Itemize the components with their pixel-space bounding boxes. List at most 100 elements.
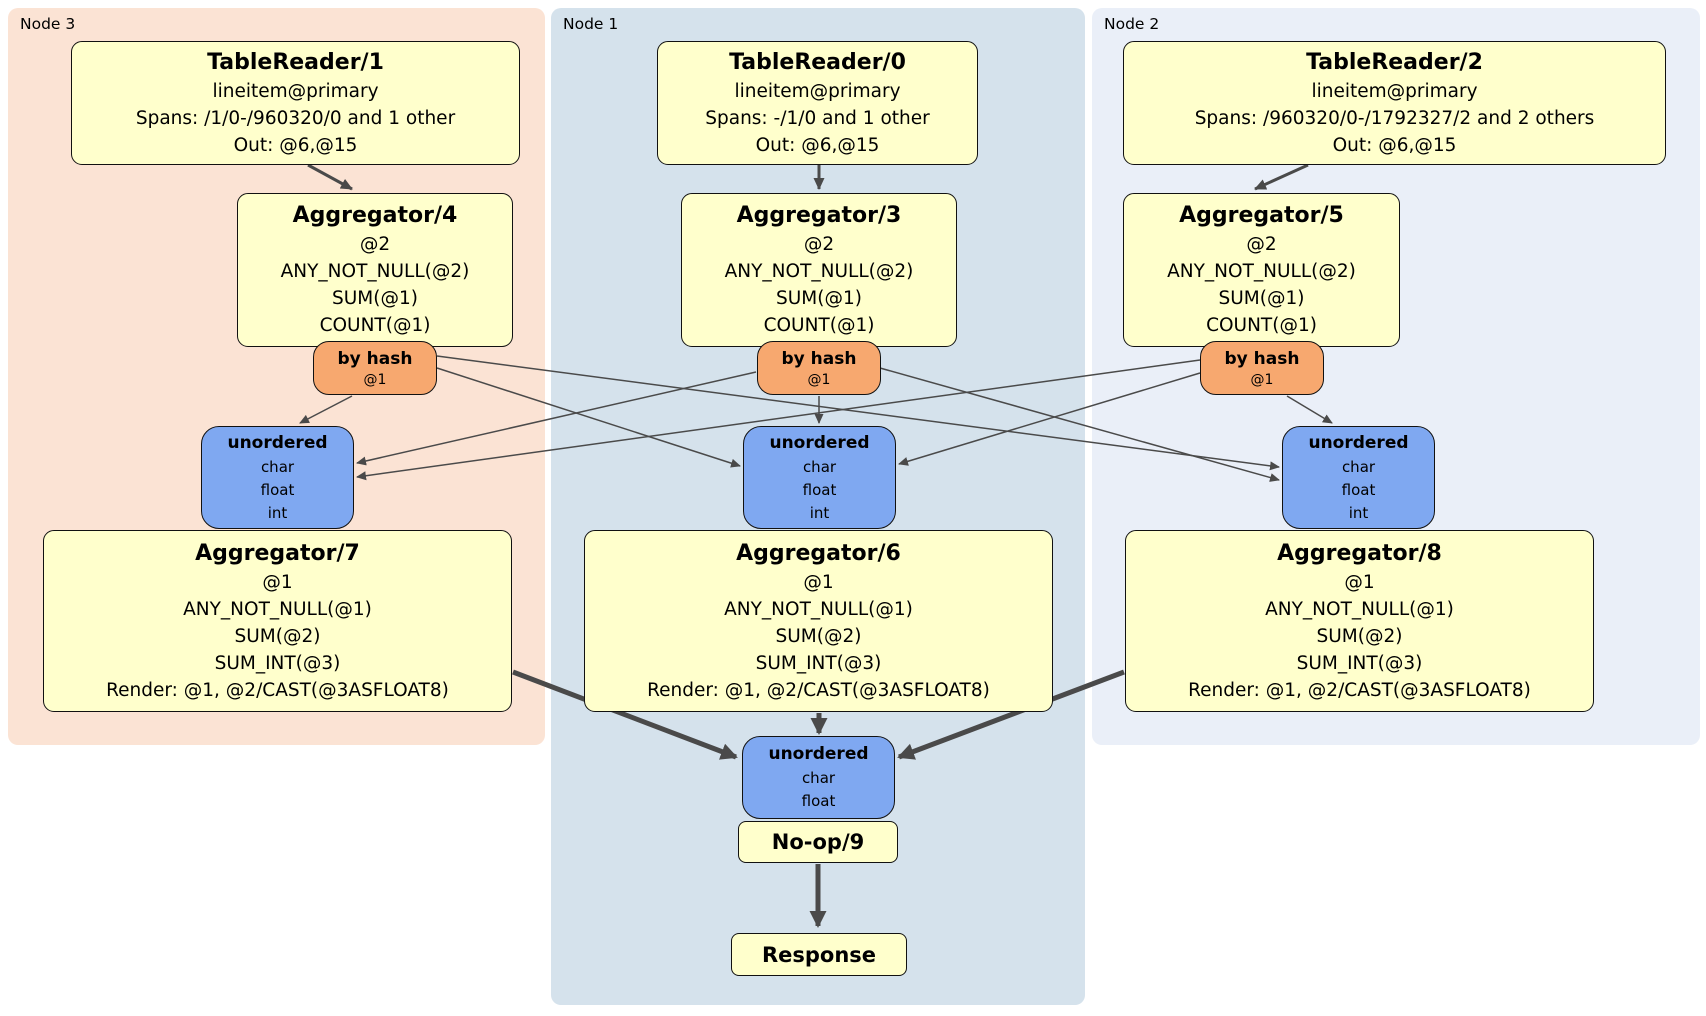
processor-tablereader-2: TableReader/2 lineitem@primary Spans: /9… xyxy=(1123,41,1666,165)
processor-line: ANY_NOT_NULL(@1) xyxy=(183,598,372,620)
processor-line: lineitem@primary xyxy=(1311,80,1478,102)
processor-line: @1 xyxy=(1344,571,1375,593)
processor-line: SUM(@1) xyxy=(1218,288,1305,309)
processor-title: Aggregator/6 xyxy=(736,540,901,566)
processor-line: Spans: /1/0-/960320/0 and 1 other xyxy=(135,107,456,129)
edge-byhash1-unordered3 xyxy=(356,371,757,466)
processor-line: Out: @6,@15 xyxy=(233,134,358,156)
processor-aggregator-3: Aggregator/3 @2 ANY_NOT_NULL(@2) SUM(@1)… xyxy=(681,193,957,347)
processor-line: ANY_NOT_NULL(@2) xyxy=(280,261,470,282)
response-title: Response xyxy=(761,942,877,967)
response-box: Response xyxy=(731,933,907,976)
processor-aggregator-6: Aggregator/6 @1 ANY_NOT_NULL(@1) SUM(@2)… xyxy=(584,530,1053,712)
sync-line: float xyxy=(801,792,836,810)
edge-byhash3-unordered3 xyxy=(299,395,353,424)
processor-line: Spans: /960320/0-/1792327/2 and 2 others xyxy=(1194,107,1595,129)
processor-noop-9: No-op/9 xyxy=(738,821,898,863)
processor-line: SUM_INT(@3) xyxy=(1296,652,1423,674)
processor-line: Out: @6,@15 xyxy=(755,134,880,156)
processor-line: Render: @1, @2/CAST(@3ASFLOAT8) xyxy=(106,679,449,701)
sync-line: char xyxy=(801,769,836,787)
processor-aggregator-5: Aggregator/5 @2 ANY_NOT_NULL(@2) SUM(@1)… xyxy=(1123,193,1400,347)
sync-title: unordered xyxy=(1308,432,1409,453)
processor-line: SUM(@1) xyxy=(332,288,418,309)
processor-line: lineitem@primary xyxy=(734,80,901,102)
processor-title: No-op/9 xyxy=(771,830,865,854)
processor-aggregator-7: Aggregator/7 @1 ANY_NOT_NULL(@1) SUM(@2)… xyxy=(43,530,512,712)
processor-line: Spans: -/1/0 and 1 other xyxy=(705,107,930,129)
processor-line: SUM(@1) xyxy=(776,288,862,309)
processor-title: Aggregator/5 xyxy=(1179,203,1344,228)
processor-line: COUNT(@1) xyxy=(1206,315,1317,336)
sync-line: char xyxy=(1341,457,1376,476)
processor-title: Aggregator/7 xyxy=(195,540,360,566)
processor-tablereader-1: TableReader/1 lineitem@primary Spans: /1… xyxy=(71,41,520,165)
sync-unordered-node2: unordered char float int xyxy=(1282,426,1435,529)
sync-line: int xyxy=(1348,503,1369,522)
edge-aggregator7-finalsync xyxy=(512,669,738,760)
node-panel-3-label: Node 3 xyxy=(20,15,76,33)
sync-line: int xyxy=(267,503,288,522)
sync-line: float xyxy=(260,480,295,499)
sync-line: float xyxy=(802,480,837,499)
sync-line: char xyxy=(802,457,837,476)
processor-line: ANY_NOT_NULL(@1) xyxy=(1265,598,1454,620)
processor-line: COUNT(@1) xyxy=(763,315,875,336)
sync-line: char xyxy=(260,457,295,476)
sync-line: float xyxy=(1341,480,1376,499)
processor-line: ANY_NOT_NULL(@2) xyxy=(1167,261,1356,282)
sync-unordered-final: unordered char float xyxy=(742,736,895,819)
processor-line: @2 xyxy=(803,234,835,255)
router-by-hash-node2: by hash @1 xyxy=(1200,341,1324,395)
edge-aggregator8-finalsync xyxy=(897,669,1125,760)
router-detail: @1 xyxy=(1250,371,1274,388)
processor-line: SUM_INT(@3) xyxy=(214,652,341,674)
processor-title: TableReader/2 xyxy=(1306,49,1483,75)
processor-line: @1 xyxy=(803,571,834,593)
processor-line: SUM(@2) xyxy=(234,625,321,647)
processor-title: TableReader/1 xyxy=(207,49,384,75)
sync-line: int xyxy=(809,503,830,522)
processor-line: SUM(@2) xyxy=(775,625,862,647)
processor-line: @2 xyxy=(359,234,391,255)
node-panel-1-label: Node 1 xyxy=(563,15,619,33)
processor-line: SUM_INT(@3) xyxy=(755,652,882,674)
edge-tablereader1-aggregator4 xyxy=(307,163,353,191)
processor-line: Render: @1, @2/CAST(@3ASFLOAT8) xyxy=(1188,679,1531,701)
edge-tablereader2-aggregator5 xyxy=(1254,163,1309,191)
sync-title: unordered xyxy=(768,744,869,764)
processor-line: ANY_NOT_NULL(@1) xyxy=(724,598,913,620)
router-title: by hash xyxy=(781,348,857,369)
edge-byhash1-unordered2 xyxy=(879,367,1280,482)
processor-aggregator-4: Aggregator/4 @2 ANY_NOT_NULL(@2) SUM(@1)… xyxy=(237,193,513,347)
router-title: by hash xyxy=(1224,348,1300,369)
processor-line: @2 xyxy=(1246,234,1277,255)
processor-line: lineitem@primary xyxy=(212,80,379,102)
processor-line: ANY_NOT_NULL(@2) xyxy=(724,261,914,282)
router-detail: @1 xyxy=(363,371,387,388)
edge-byhash2-unordered3 xyxy=(356,359,1201,481)
processor-title: Aggregator/3 xyxy=(736,203,902,228)
sync-title: unordered xyxy=(769,432,870,453)
processor-tablereader-0: TableReader/0 lineitem@primary Spans: -/… xyxy=(657,41,978,165)
sync-title: unordered xyxy=(227,432,328,453)
processor-line: COUNT(@1) xyxy=(319,315,431,336)
sync-unordered-node1: unordered char float int xyxy=(743,426,896,529)
edge-byhash2-unordered1 xyxy=(898,372,1201,466)
processor-line: Out: @6,@15 xyxy=(1332,134,1457,156)
processor-line: SUM(@2) xyxy=(1316,625,1403,647)
processor-aggregator-8: Aggregator/8 @1 ANY_NOT_NULL(@1) SUM(@2)… xyxy=(1125,530,1594,712)
processor-line: @1 xyxy=(262,571,293,593)
router-detail: @1 xyxy=(807,371,831,388)
edge-byhash3-unordered2 xyxy=(436,355,1280,471)
router-by-hash-node1: by hash @1 xyxy=(757,341,881,395)
processor-line: Render: @1, @2/CAST(@3ASFLOAT8) xyxy=(647,679,990,701)
processor-title: Aggregator/8 xyxy=(1277,540,1442,566)
node-panel-2-label: Node 2 xyxy=(1104,15,1160,33)
processor-title: Aggregator/4 xyxy=(292,203,458,228)
edge-byhash3-unordered1 xyxy=(436,367,741,468)
processor-title: TableReader/0 xyxy=(729,49,906,75)
router-by-hash-node3: by hash @1 xyxy=(313,341,437,395)
